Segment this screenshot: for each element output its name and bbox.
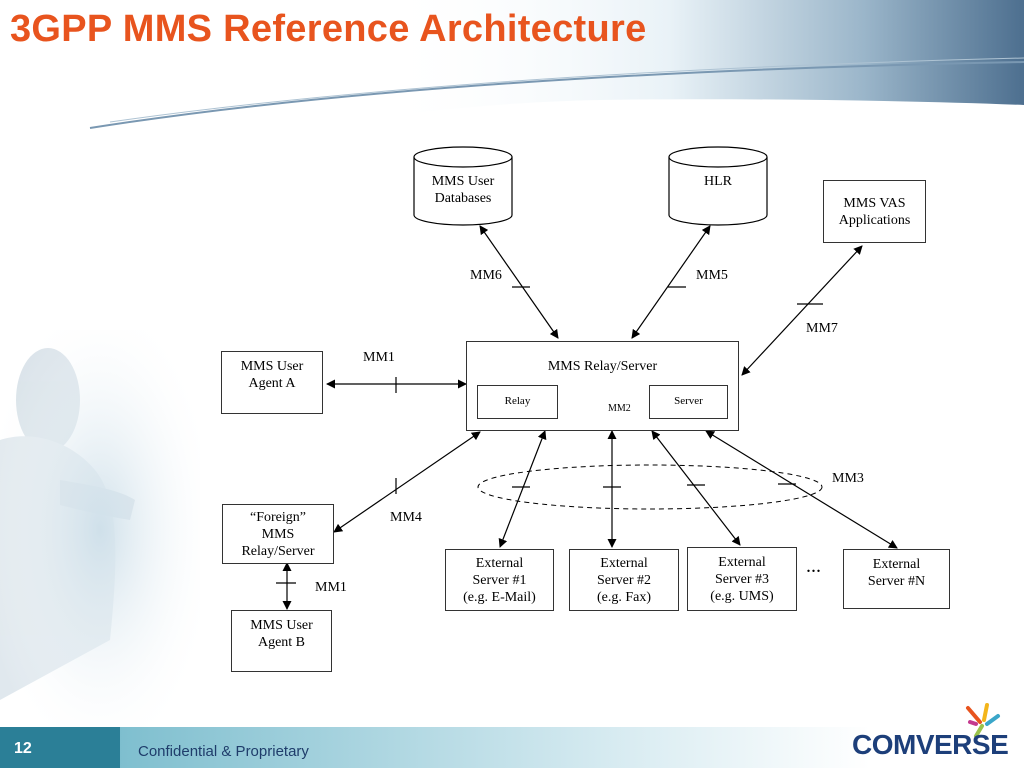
ext2-line-1: External <box>600 555 648 571</box>
mms-user-agent-b-box: MMS User Agent B <box>231 610 332 672</box>
more-servers-ellipsis: ... <box>806 555 821 577</box>
mms-user-agent-a-box: MMS User Agent A <box>221 351 323 414</box>
external-server-3-box: External Server #3 (e.g. UMS) <box>687 547 797 611</box>
ua-b-line-1: MMS User <box>250 618 313 633</box>
vas-line-1: MMS VAS <box>843 195 906 211</box>
mms-user-databases: MMS User Databases <box>414 173 512 207</box>
page-number: 12 <box>14 740 32 757</box>
external-server-2-box: External Server #2 (e.g. Fax) <box>569 549 679 611</box>
mm1-bottom-label: MM1 <box>315 580 347 595</box>
ext2-line-3: (e.g. Fax) <box>596 589 652 605</box>
foreign-line-2: MMS <box>261 526 295 542</box>
relay-server-title: MMS Relay/Server <box>547 359 658 374</box>
ext1-line-3: (e.g. E-Mail) <box>463 589 536 605</box>
ext2-line-2: Server #2 <box>596 572 652 588</box>
mm2-label: MM2 <box>608 403 631 414</box>
ua-a-line-2: Agent A <box>248 376 296 391</box>
foreign-line-3: Relay/Server <box>241 543 315 559</box>
extn-line-2: Server #N <box>867 574 926 589</box>
confidential-notice: Confidential & Proprietary <box>138 743 309 760</box>
ext1-line-1: External <box>475 555 524 571</box>
ua-b-line-2: Agent B <box>257 635 306 650</box>
relay-label: Relay <box>504 395 531 407</box>
mm5-label: MM5 <box>696 268 728 283</box>
ext3-line-3: (e.g. UMS) <box>710 588 774 604</box>
hlr-database: HLR <box>669 173 767 190</box>
external-server-n-box: External Server #N <box>843 549 950 609</box>
db-line-1: MMS User <box>431 174 495 189</box>
foreign-relay-server-box: “Foreign” MMS Relay/Server <box>222 504 334 564</box>
ext3-line-2: Server #3 <box>714 571 770 587</box>
vas-line-2: Applications <box>838 212 911 228</box>
relay-box: Relay <box>477 385 558 419</box>
mm4-label: MM4 <box>390 510 422 525</box>
mm1-top-label: MM1 <box>363 350 395 365</box>
foreign-line-1: “Foreign” <box>250 509 306 525</box>
comverse-logo-text: COMVERSE <box>852 729 1009 760</box>
db-line-2: Databases <box>434 191 492 206</box>
mms-vas-applications-box: MMS VAS Applications <box>823 180 926 243</box>
ua-a-line-1: MMS User <box>240 359 304 374</box>
server-label: Server <box>674 395 703 407</box>
external-server-1-box: External Server #1 (e.g. E-Mail) <box>445 549 554 611</box>
extn-line-1: External <box>872 557 921 572</box>
mm3-label: MM3 <box>832 471 864 486</box>
mm7-label: MM7 <box>806 321 838 336</box>
ext1-line-2: Server #1 <box>472 572 527 588</box>
comverse-logo-icon <box>966 703 1000 738</box>
ext3-line-1: External <box>718 554 766 570</box>
server-box: Server <box>649 385 728 419</box>
hlr-label: HLR <box>704 174 732 189</box>
slide-title: 3GPP MMS Reference Architecture <box>10 8 647 50</box>
database-shapes <box>413 146 768 226</box>
mm6-label: MM6 <box>470 268 502 283</box>
